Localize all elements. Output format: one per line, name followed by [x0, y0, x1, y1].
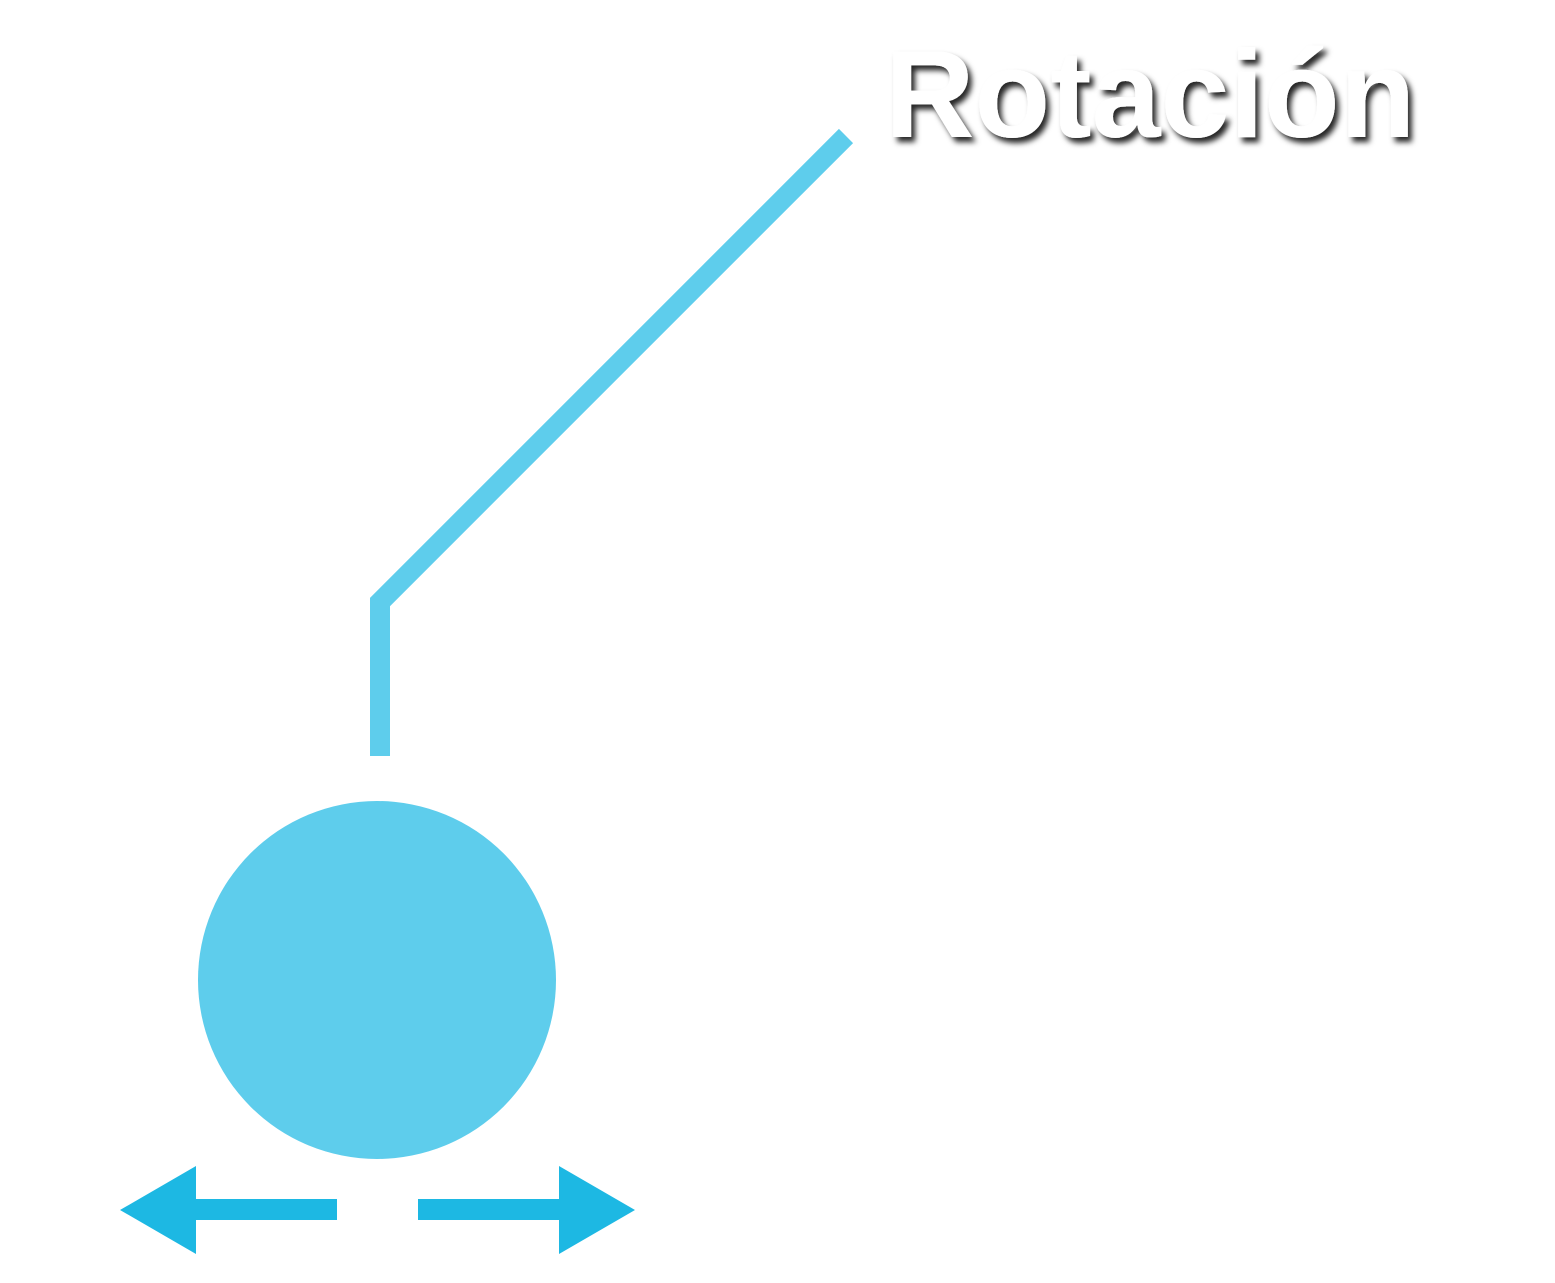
rotation-label: Rotación [885, 26, 1415, 164]
pendulum-bob [198, 801, 556, 1159]
left-arrow-icon [120, 1166, 337, 1254]
pendulum-rod [370, 128, 854, 756]
right-arrow-icon [418, 1166, 635, 1254]
